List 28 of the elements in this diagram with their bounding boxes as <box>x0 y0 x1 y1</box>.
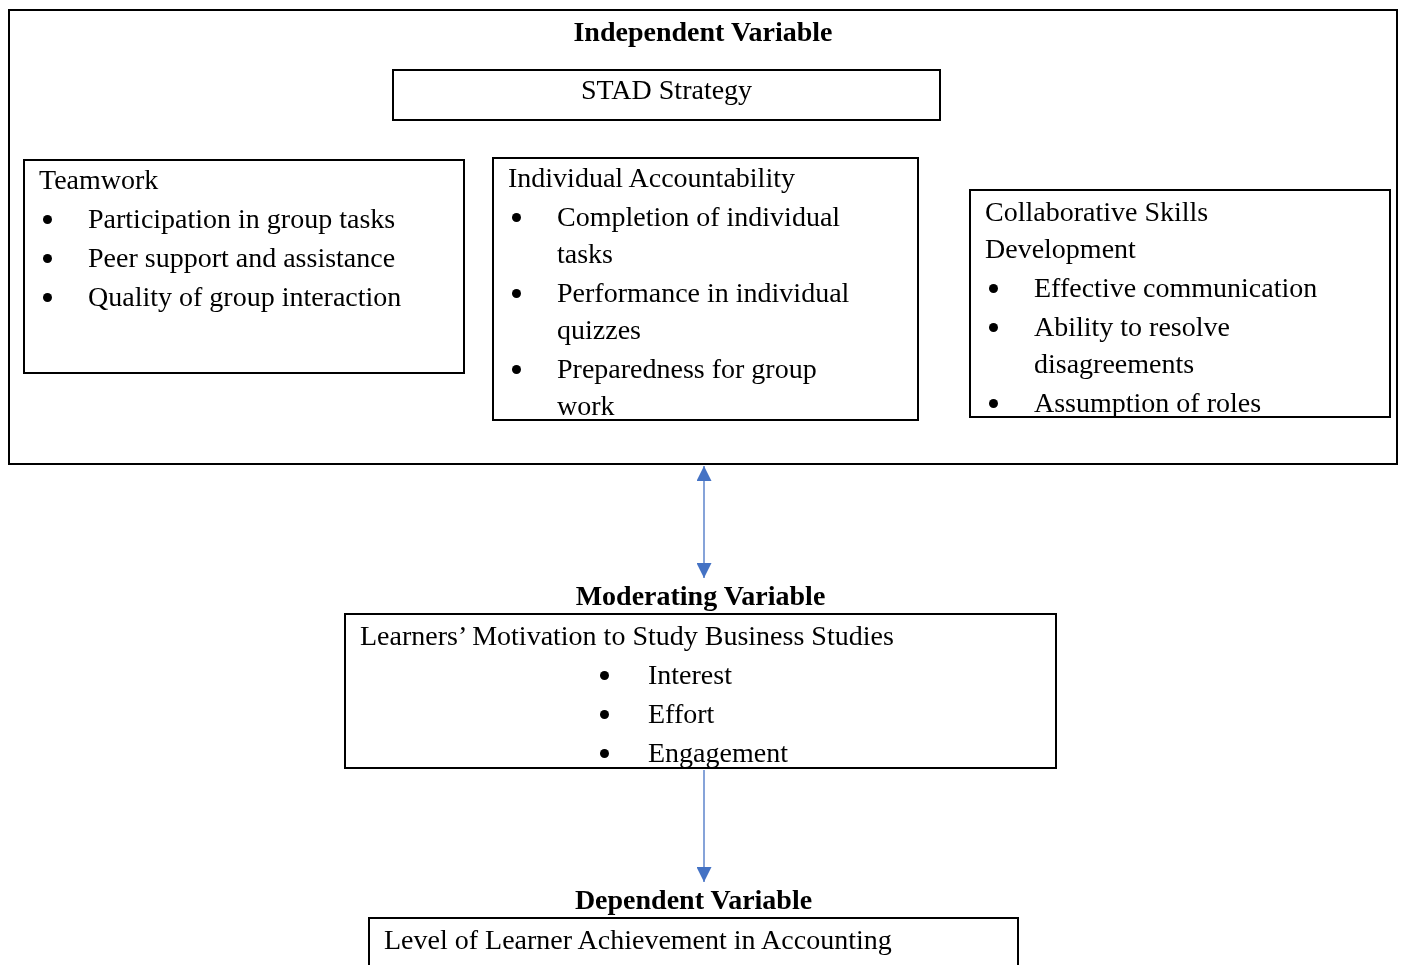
list-item: Participation in group tasks <box>88 202 397 236</box>
list-item: Preparedness for group work <box>557 352 818 423</box>
variable-heading: Moderating Variable <box>574 579 827 613</box>
variable-box <box>23 159 465 374</box>
list-item: Effort <box>648 697 716 731</box>
box-title: Learners’ Motivation to Study Business Studies <box>360 619 894 653</box>
arrow <box>696 465 712 579</box>
list-item: Completion of individual tasks <box>557 200 842 271</box>
arrow <box>696 769 712 883</box>
box-title: Teamwork <box>39 163 160 197</box>
list-item: Peer support and assistance <box>88 241 397 275</box>
variable-box <box>8 9 1398 465</box>
list-item: Performance in individual quizzes <box>557 276 851 347</box>
box-title: Level of Learner Achievement in Accounting <box>384 923 892 957</box>
box-text: STAD Strategy <box>579 73 754 107</box>
list-item: Engagement <box>648 736 789 770</box>
variable-heading: Independent Variable <box>572 15 834 49</box>
variable-box <box>392 69 941 121</box>
variable-box <box>492 157 919 421</box>
list-item: Assumption of roles <box>1034 386 1263 420</box>
box-title: Collaborative Skills Development <box>985 195 1210 266</box>
variable-box <box>969 189 1391 418</box>
list-item: Quality of group interaction <box>88 280 403 314</box>
list-item: Effective communication <box>1034 271 1319 305</box>
list-item: Ability to resolve disagreements <box>1034 310 1231 381</box>
list-item: Interest <box>648 658 733 692</box>
box-title: Individual Accountability <box>508 161 796 195</box>
variable-heading: Dependent Variable <box>573 883 814 917</box>
